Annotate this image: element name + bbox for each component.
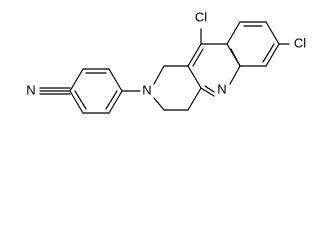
benzo-bond-3 [265,21,280,45]
pyridine-double-inner-3 [204,85,215,93]
chlorine-right-label: Cl [294,35,306,50]
quinoline-nitrogen-label: N [217,81,226,96]
pyridine-double-inner-2 [230,48,241,67]
nitrile-nitrogen-label: N [26,82,35,97]
benzo-bond-4 [265,43,280,67]
pyridine-bond-1 [187,43,202,67]
piperidine-bond-3 [187,65,202,89]
benzo-bond-1 [226,21,241,45]
benzene-double-inner-3 [74,90,87,110]
piperidine-bond-6 [153,97,165,111]
benzo-double-inner-2 [262,43,275,63]
benzene-bond-1 [69,68,84,92]
benzene-double-inner-2 [105,90,118,110]
ring-nitrogen-label: N [142,82,151,97]
benzene-bond-4 [108,90,123,114]
chlorine-top-label: Cl [195,9,207,24]
pyridine-double-inner-1 [192,48,204,67]
pyridine-bond-4 [229,65,241,85]
benzene-bond-3 [108,68,123,92]
chemical-structure: N N N Cl Cl [26,9,306,114]
piperidine-bond-1 [153,65,165,85]
piperidine-bond-4 [187,87,202,111]
benzene-bond-6 [69,90,84,114]
pyridine-bond-5 [200,87,215,97]
